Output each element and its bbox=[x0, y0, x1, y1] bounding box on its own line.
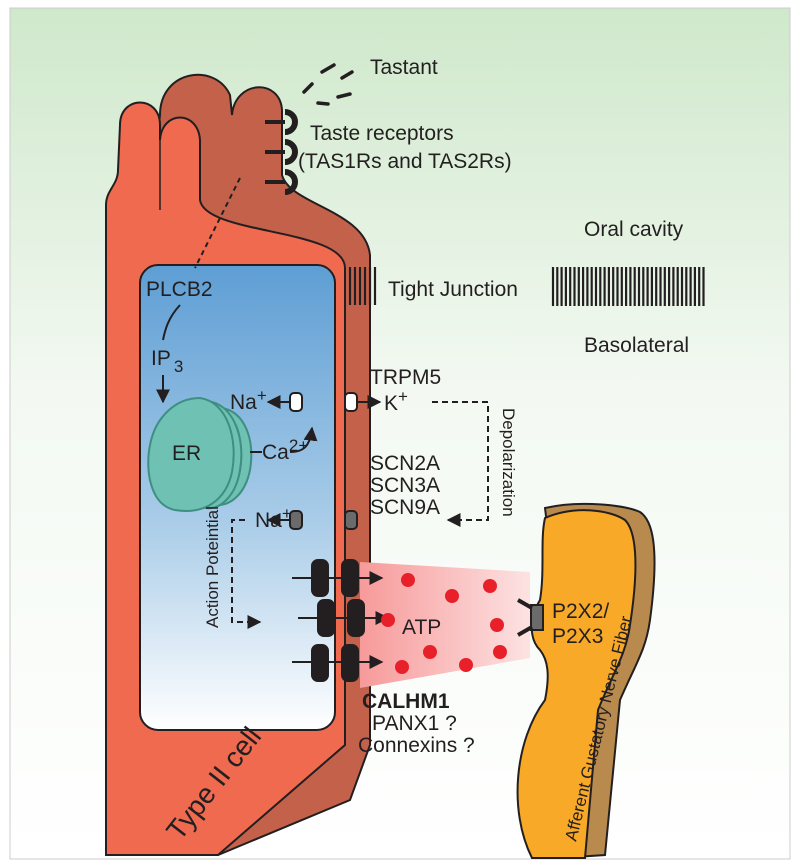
er-organelle bbox=[147, 396, 253, 512]
ca-label: Ca2+ bbox=[262, 436, 308, 464]
plcb2-arrow bbox=[162, 304, 181, 341]
action-potential-label: Action Poteintial bbox=[203, 506, 222, 628]
depolarization-path bbox=[432, 401, 489, 527]
atp-molecules bbox=[381, 573, 507, 674]
atp-dot bbox=[490, 618, 504, 632]
atp-dot bbox=[493, 645, 507, 659]
ca-text: Ca bbox=[262, 441, 289, 464]
depolarization-label: Depolarization bbox=[499, 408, 518, 517]
frame-border bbox=[9, 7, 791, 860]
scn3a-label: SCN3A bbox=[370, 474, 440, 497]
atp-release-cone bbox=[360, 562, 530, 688]
atp-dot bbox=[423, 645, 437, 659]
taste-receptor-icon bbox=[265, 109, 298, 135]
taste-receptor-icon bbox=[265, 139, 298, 165]
p2x3-label: P2X3 bbox=[552, 625, 603, 648]
atp-dot bbox=[395, 660, 409, 674]
trpm5-label: TRPM5 bbox=[370, 366, 441, 389]
tight-junction-right bbox=[551, 267, 705, 306]
cytoplasm bbox=[139, 264, 336, 731]
plcb2-label: PLCB2 bbox=[146, 278, 213, 301]
calhm1-label: CALHM1 bbox=[362, 690, 450, 713]
atp-dot bbox=[445, 589, 459, 603]
taste-receptors-label: Taste receptors bbox=[310, 122, 454, 145]
oral-cavity-label: Oral cavity bbox=[584, 218, 684, 241]
tastant-icon bbox=[302, 63, 354, 106]
trpm5-channel bbox=[289, 392, 358, 412]
cell-microvilli bbox=[159, 125, 201, 210]
ca-arrow bbox=[289, 426, 318, 453]
na-bottom-label: Na+ bbox=[255, 504, 292, 532]
scn9a-label: SCN9A bbox=[370, 496, 440, 519]
tastant-label: Tastant bbox=[370, 56, 438, 79]
atp-dot bbox=[459, 658, 473, 672]
na-top-text: Na bbox=[230, 391, 257, 414]
scn2a-label: SCN2A bbox=[370, 452, 440, 475]
na-top-superscript: + bbox=[257, 386, 267, 405]
action-potential-path bbox=[231, 519, 262, 629]
taste-receptors-sublabel: (TAS1Rs and TAS2Rs) bbox=[298, 150, 512, 173]
atp-label: ATP bbox=[402, 616, 441, 639]
ip3-subscript: 3 bbox=[174, 357, 183, 376]
taste-receptor-icon bbox=[265, 169, 298, 195]
scn-channel bbox=[289, 510, 358, 530]
tight-junction-label: Tight Junction bbox=[388, 278, 518, 301]
ip3-text: IP bbox=[151, 347, 171, 370]
k-text: K bbox=[384, 392, 398, 415]
p2x-receptor-icon bbox=[517, 598, 544, 637]
tight-junction-left bbox=[348, 267, 377, 305]
atp-dot bbox=[401, 573, 415, 587]
na-top-label: Na+ bbox=[230, 386, 267, 414]
atp-dot bbox=[381, 613, 395, 627]
k-superscript: + bbox=[398, 387, 408, 406]
er-label: ER bbox=[172, 442, 201, 465]
k-label: K+ bbox=[384, 387, 408, 415]
basolateral-label: Basolateral bbox=[584, 334, 689, 357]
panx1-label: PANX1 ? bbox=[372, 712, 457, 735]
connexins-label: Connexins ? bbox=[358, 734, 475, 757]
atp-dot bbox=[483, 579, 497, 593]
ca-superscript: 2+ bbox=[289, 436, 308, 455]
zoom-line bbox=[194, 177, 241, 269]
na-bottom-superscript: + bbox=[282, 504, 292, 523]
na-bottom-text: Na bbox=[255, 509, 282, 532]
p2x2-label: P2X2/ bbox=[552, 600, 609, 623]
